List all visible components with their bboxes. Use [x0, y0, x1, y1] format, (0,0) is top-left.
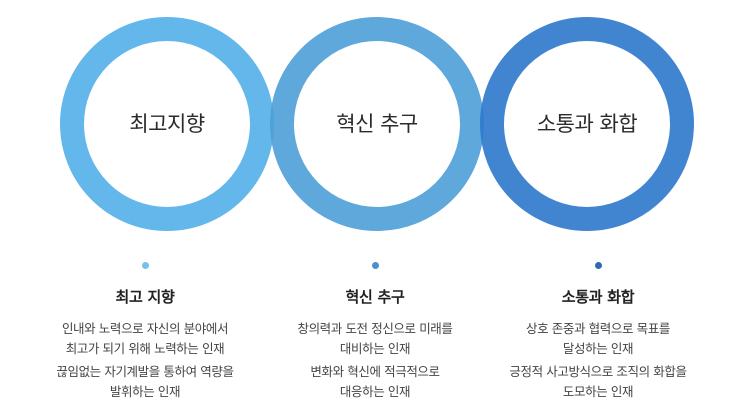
description-line: 긍정적 사고방식으로 조직의 화합을 — [509, 364, 687, 379]
bullet-dot — [371, 262, 379, 269]
description-line: 대비하는 인재 — [339, 341, 411, 356]
ring-3 — [480, 17, 694, 231]
description-paragraph: 창의력과 도전 정신으로 미래를 대비하는 인재 — [255, 319, 495, 359]
description-line: 끊임없는 자기계발을 통하여 역량을 — [56, 364, 234, 379]
description-line: 인내와 노력으로 자신의 분야에서 — [61, 321, 229, 336]
bullet-dot — [141, 262, 149, 269]
ring-label-innovation: 혁신 추구 — [336, 112, 418, 136]
ring-label-communication: 소통과 화합 — [536, 112, 638, 136]
value-rings — [60, 17, 694, 231]
description-paragraph: 상호 존중과 협력으로 목표를 달성하는 인재 — [478, 319, 718, 359]
column-title: 소통과 화합 — [561, 288, 635, 306]
bullet-dot — [594, 262, 602, 269]
column-title: 최고 지향 — [115, 288, 175, 306]
description-line: 달성하는 인재 — [562, 341, 634, 356]
description-paragraph: 변화와 혁신에 적극적으로 대응하는 인재 — [255, 362, 495, 402]
ring-label-excellence: 최고지향 — [129, 112, 205, 136]
description-line: 대응하는 인재 — [339, 384, 411, 399]
description-line: 상호 존중과 협력으로 목표를 — [526, 321, 670, 336]
description-line: 창의력과 도전 정신으로 미래를 — [297, 321, 453, 336]
ring-1 — [60, 17, 274, 231]
description-paragraph: 긍정적 사고방식으로 조직의 화합을 도모하는 인재 — [478, 362, 718, 402]
description-paragraph: 인내와 노력으로 자신의 분야에서 최고가 되기 위해 노력하는 인재 — [25, 319, 265, 359]
description-line: 변화와 혁신에 적극적으로 — [310, 364, 440, 379]
column-title: 혁신 추구 — [345, 288, 405, 306]
ring-2 — [270, 17, 484, 231]
value-column-excellence: 최고 지향 인내와 노력으로 자신의 분야에서 최고가 되기 위해 노력하는 인… — [25, 262, 265, 402]
description-paragraph: 끊임없는 자기계발을 통하여 역량을 발휘하는 인재 — [25, 362, 265, 402]
value-column-innovation: 혁신 추구 창의력과 도전 정신으로 미래를 대비하는 인재 변화와 혁신에 적… — [255, 262, 495, 402]
description-line: 도모하는 인재 — [562, 384, 634, 399]
description-line: 발휘하는 인재 — [109, 384, 181, 399]
value-column-communication: 소통과 화합 상호 존중과 협력으로 목표를 달성하는 인재 긍정적 사고방식으… — [478, 262, 718, 402]
description-line: 최고가 되기 위해 노력하는 인재 — [65, 341, 225, 356]
